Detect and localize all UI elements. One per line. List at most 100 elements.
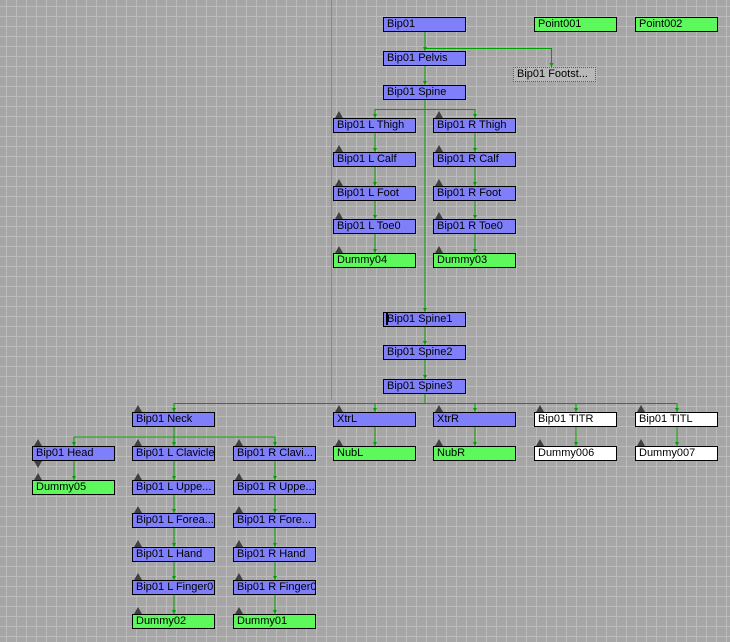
- wire-arrowhead: [574, 442, 578, 446]
- collapse-triangle-icon[interactable]: [235, 439, 243, 446]
- wire-arrowhead: [273, 442, 277, 446]
- node-head[interactable]: Bip01 Head: [32, 446, 115, 461]
- collapse-triangle-icon[interactable]: [435, 111, 443, 118]
- collapse-triangle-icon[interactable]: [235, 473, 243, 480]
- wire-arrowhead: [172, 408, 176, 412]
- collapse-triangle-icon[interactable]: [235, 607, 243, 614]
- node-r-calf[interactable]: Bip01 R Calf: [433, 152, 516, 167]
- node-l-forearm[interactable]: Bip01 L Forea...: [132, 513, 215, 528]
- wire-arrowhead: [423, 341, 427, 345]
- node-dummy03[interactable]: Dummy03: [433, 253, 516, 268]
- wire-neck-head: [73, 427, 175, 446]
- collapse-triangle-icon[interactable]: [536, 439, 544, 446]
- node-pelvis[interactable]: Bip01 Pelvis: [383, 51, 466, 66]
- node-bip01[interactable]: Bip01: [383, 17, 466, 32]
- node-point001[interactable]: Point001: [534, 17, 617, 32]
- node-r-hand[interactable]: Bip01 R Hand: [233, 547, 316, 562]
- wire-arrowhead: [273, 476, 277, 480]
- expand-triangle-icon[interactable]: [34, 461, 42, 468]
- wire-spine-r_thigh: [424, 100, 476, 118]
- node-xtrl[interactable]: XtrL: [333, 412, 416, 427]
- node-dummy006[interactable]: Dummy006: [534, 446, 617, 461]
- node-neck[interactable]: Bip01 Neck: [132, 412, 215, 427]
- collapse-triangle-icon[interactable]: [335, 145, 343, 152]
- wire-arrowhead: [273, 610, 277, 614]
- wire-arrowhead: [172, 476, 176, 480]
- collapse-triangle-icon[interactable]: [335, 439, 343, 446]
- collapse-triangle-icon[interactable]: [34, 439, 42, 446]
- wire-arrowhead: [172, 576, 176, 580]
- collapse-triangle-icon[interactable]: [335, 111, 343, 118]
- collapse-triangle-icon[interactable]: [34, 473, 42, 480]
- collapse-triangle-icon[interactable]: [134, 405, 142, 412]
- wire-arrowhead: [473, 114, 477, 118]
- wire-arrowhead: [172, 543, 176, 547]
- node-l-clavicle[interactable]: Bip01 L Clavicle: [132, 446, 215, 461]
- node-l-upperarm[interactable]: Bip01 L Uppe...: [132, 480, 215, 495]
- node-spine[interactable]: Bip01 Spine: [383, 85, 466, 100]
- collapse-triangle-icon[interactable]: [134, 540, 142, 547]
- node-r-clavicle[interactable]: Bip01 R Clavi...: [233, 446, 316, 461]
- wire-arrowhead: [373, 182, 377, 186]
- node-r-toe0[interactable]: Bip01 R Toe0: [433, 219, 516, 234]
- node-dummy01[interactable]: Dummy01: [233, 614, 316, 629]
- node-spine3[interactable]: Bip01 Spine3: [383, 379, 466, 394]
- collapse-triangle-icon[interactable]: [435, 212, 443, 219]
- node-spine2[interactable]: Bip01 Spine2: [383, 345, 466, 360]
- node-dummy05[interactable]: Dummy05: [32, 480, 115, 495]
- node-l-toe0[interactable]: Bip01 L Toe0: [333, 219, 416, 234]
- wire-neck-r_clavicle: [173, 427, 276, 446]
- node-dummy04[interactable]: Dummy04: [333, 253, 416, 268]
- wire-arrowhead: [373, 114, 377, 118]
- collapse-triangle-icon[interactable]: [637, 405, 645, 412]
- node-r-foot[interactable]: Bip01 R Foot: [433, 186, 516, 201]
- collapse-triangle-icon[interactable]: [335, 212, 343, 219]
- node-nubr[interactable]: NubR: [433, 446, 516, 461]
- node-spine1[interactable]: Bip01 Spine1: [383, 312, 466, 327]
- collapse-triangle-icon[interactable]: [235, 540, 243, 547]
- node-point002[interactable]: Point002: [635, 17, 718, 32]
- collapse-triangle-icon[interactable]: [134, 573, 142, 580]
- node-l-thigh[interactable]: Bip01 L Thigh: [333, 118, 416, 133]
- node-l-foot[interactable]: Bip01 L Foot: [333, 186, 416, 201]
- wire-arrowhead: [373, 215, 377, 219]
- collapse-triangle-icon[interactable]: [637, 439, 645, 446]
- node-titr[interactable]: Bip01 TITR: [534, 412, 617, 427]
- node-r-thigh[interactable]: Bip01 R Thigh: [433, 118, 516, 133]
- collapse-triangle-icon[interactable]: [435, 179, 443, 186]
- wire-arrowhead: [273, 509, 277, 513]
- collapse-triangle-icon[interactable]: [435, 145, 443, 152]
- node-footsteps[interactable]: Bip01 Footst...: [513, 67, 596, 82]
- collapse-triangle-icon[interactable]: [335, 246, 343, 253]
- wire-arrowhead: [473, 249, 477, 253]
- wire-arrowhead: [373, 442, 377, 446]
- node-r-upperarm[interactable]: Bip01 R Uppe...: [233, 480, 316, 495]
- collapse-triangle-icon[interactable]: [134, 607, 142, 614]
- collapse-triangle-icon[interactable]: [335, 179, 343, 186]
- collapse-triangle-icon[interactable]: [435, 246, 443, 253]
- wire-arrowhead: [273, 543, 277, 547]
- node-r-forearm[interactable]: Bip01 R Fore...: [233, 513, 316, 528]
- node-l-calf[interactable]: Bip01 L Calf: [333, 152, 416, 167]
- node-r-finger0[interactable]: Bip01 R Finger0: [233, 580, 316, 595]
- node-xtrr[interactable]: XtrR: [433, 412, 516, 427]
- collapse-triangle-icon[interactable]: [335, 405, 343, 412]
- node-nubl[interactable]: NubL: [333, 446, 416, 461]
- collapse-triangle-icon[interactable]: [134, 506, 142, 513]
- wire-arrowhead: [373, 249, 377, 253]
- node-l-hand[interactable]: Bip01 L Hand: [132, 547, 215, 562]
- collapse-triangle-icon[interactable]: [435, 439, 443, 446]
- node-dummy007[interactable]: Dummy007: [635, 446, 718, 461]
- wire-arrowhead: [373, 148, 377, 152]
- collapse-triangle-icon[interactable]: [235, 506, 243, 513]
- collapse-triangle-icon[interactable]: [536, 405, 544, 412]
- node-titl[interactable]: Bip01 TITL: [635, 412, 718, 427]
- collapse-triangle-icon[interactable]: [235, 573, 243, 580]
- node-l-finger0[interactable]: Bip01 L Finger0: [132, 580, 215, 595]
- collapse-triangle-icon[interactable]: [134, 439, 142, 446]
- node-dummy02[interactable]: Dummy02: [132, 614, 215, 629]
- wire-arrowhead: [423, 81, 427, 85]
- collapse-triangle-icon[interactable]: [435, 405, 443, 412]
- collapse-triangle-icon[interactable]: [134, 473, 142, 480]
